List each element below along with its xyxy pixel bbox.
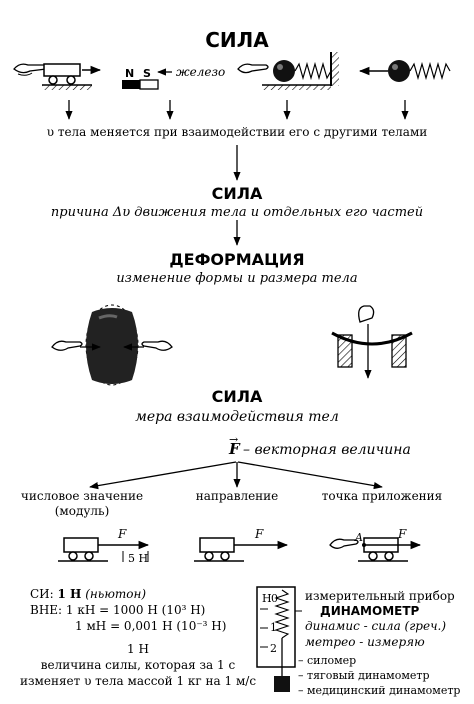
magnet-n-label: N xyxy=(125,67,135,80)
sila1-title: СИЛА xyxy=(211,184,263,203)
si-name: (ньютон) xyxy=(85,587,147,601)
dyn-etym1: динамис - сила (греч.) xyxy=(305,619,447,633)
dyn-etym2: метрео - измеряю xyxy=(305,635,425,649)
force-label-3: F xyxy=(398,527,407,541)
vector-text: – векторная величина xyxy=(243,442,411,458)
vector-f-symbol: F xyxy=(229,440,240,458)
vne-line: ВНЕ: 1 кН = 1000 Н (10³ Н) xyxy=(30,603,206,617)
velocity-change-text: υ тела меняется при взаимодействии его с… xyxy=(46,125,428,139)
cart-point-picture xyxy=(329,537,422,562)
magnet-picture xyxy=(122,68,172,90)
cart-magnitude-picture xyxy=(58,537,150,562)
scale-label: 5 Н xyxy=(128,552,149,565)
sila2-text: мера взаимодействия тел xyxy=(135,409,339,425)
hand-cart-picture xyxy=(13,63,102,90)
bent-beam-picture xyxy=(331,305,413,379)
force-label-2: F xyxy=(255,527,264,541)
deformed-body-picture xyxy=(51,304,173,386)
iron-label: железо xyxy=(176,65,226,79)
si-prefix: СИ: xyxy=(30,587,58,601)
cart-direction-picture xyxy=(194,537,289,562)
property-direction: направление xyxy=(195,489,279,503)
si-unit-line: СИ: 1 Н (ньютон) xyxy=(30,588,146,600)
property-value-line2: (модуль) xyxy=(54,504,110,518)
dyn-scale-2: 2 xyxy=(270,642,277,655)
point-a-label: A xyxy=(355,531,363,544)
dyn-scale-0: 0 xyxy=(271,592,278,605)
force-label-1: F xyxy=(118,527,127,541)
dyn-type-1: – силомер xyxy=(298,654,357,667)
magnet-s-label: S xyxy=(143,67,151,80)
vector-branches xyxy=(89,461,383,490)
dyn-scale-1: 1 xyxy=(270,621,277,634)
top-down-arrows xyxy=(65,100,409,120)
dyn-type-3: – медицинский динамометр xyxy=(298,684,461,697)
dynamometer-picture xyxy=(256,586,302,692)
deformation-text: изменение формы и размера тела xyxy=(116,271,358,286)
definition-line1: величина силы, которая за 1 с xyxy=(40,658,236,672)
si-unit: 1 Н xyxy=(57,587,82,601)
dyn-title: ДИНАМОМЕТР xyxy=(320,604,420,618)
millinewton-line: 1 мН = 0,001 Н (10⁻³ Н) xyxy=(75,619,227,633)
sila1-text: причина Δυ движения тела и отдельных его… xyxy=(50,205,424,220)
deformation-title: ДЕФОРМАЦИЯ xyxy=(169,250,305,269)
vector-f-overarrow: → xyxy=(229,433,239,446)
definition-unit: 1 Н xyxy=(127,642,149,656)
definition-line2: изменяет υ тела массой 1 кг на 1 м/с xyxy=(19,674,257,688)
ball-spring-arrow-picture xyxy=(358,60,451,82)
dyn-type-2: – тяговый динамометр xyxy=(298,669,430,682)
property-point: точка приложения xyxy=(321,489,443,503)
ball-spring-wall-picture xyxy=(237,52,339,90)
dyn-line1: измерительный прибор xyxy=(305,589,455,603)
page-title: СИЛА xyxy=(205,28,269,52)
sila2-title: СИЛА xyxy=(211,387,263,406)
property-value-line1: числовое значение xyxy=(20,489,144,503)
dyn-scale-unit: Н xyxy=(262,592,272,605)
